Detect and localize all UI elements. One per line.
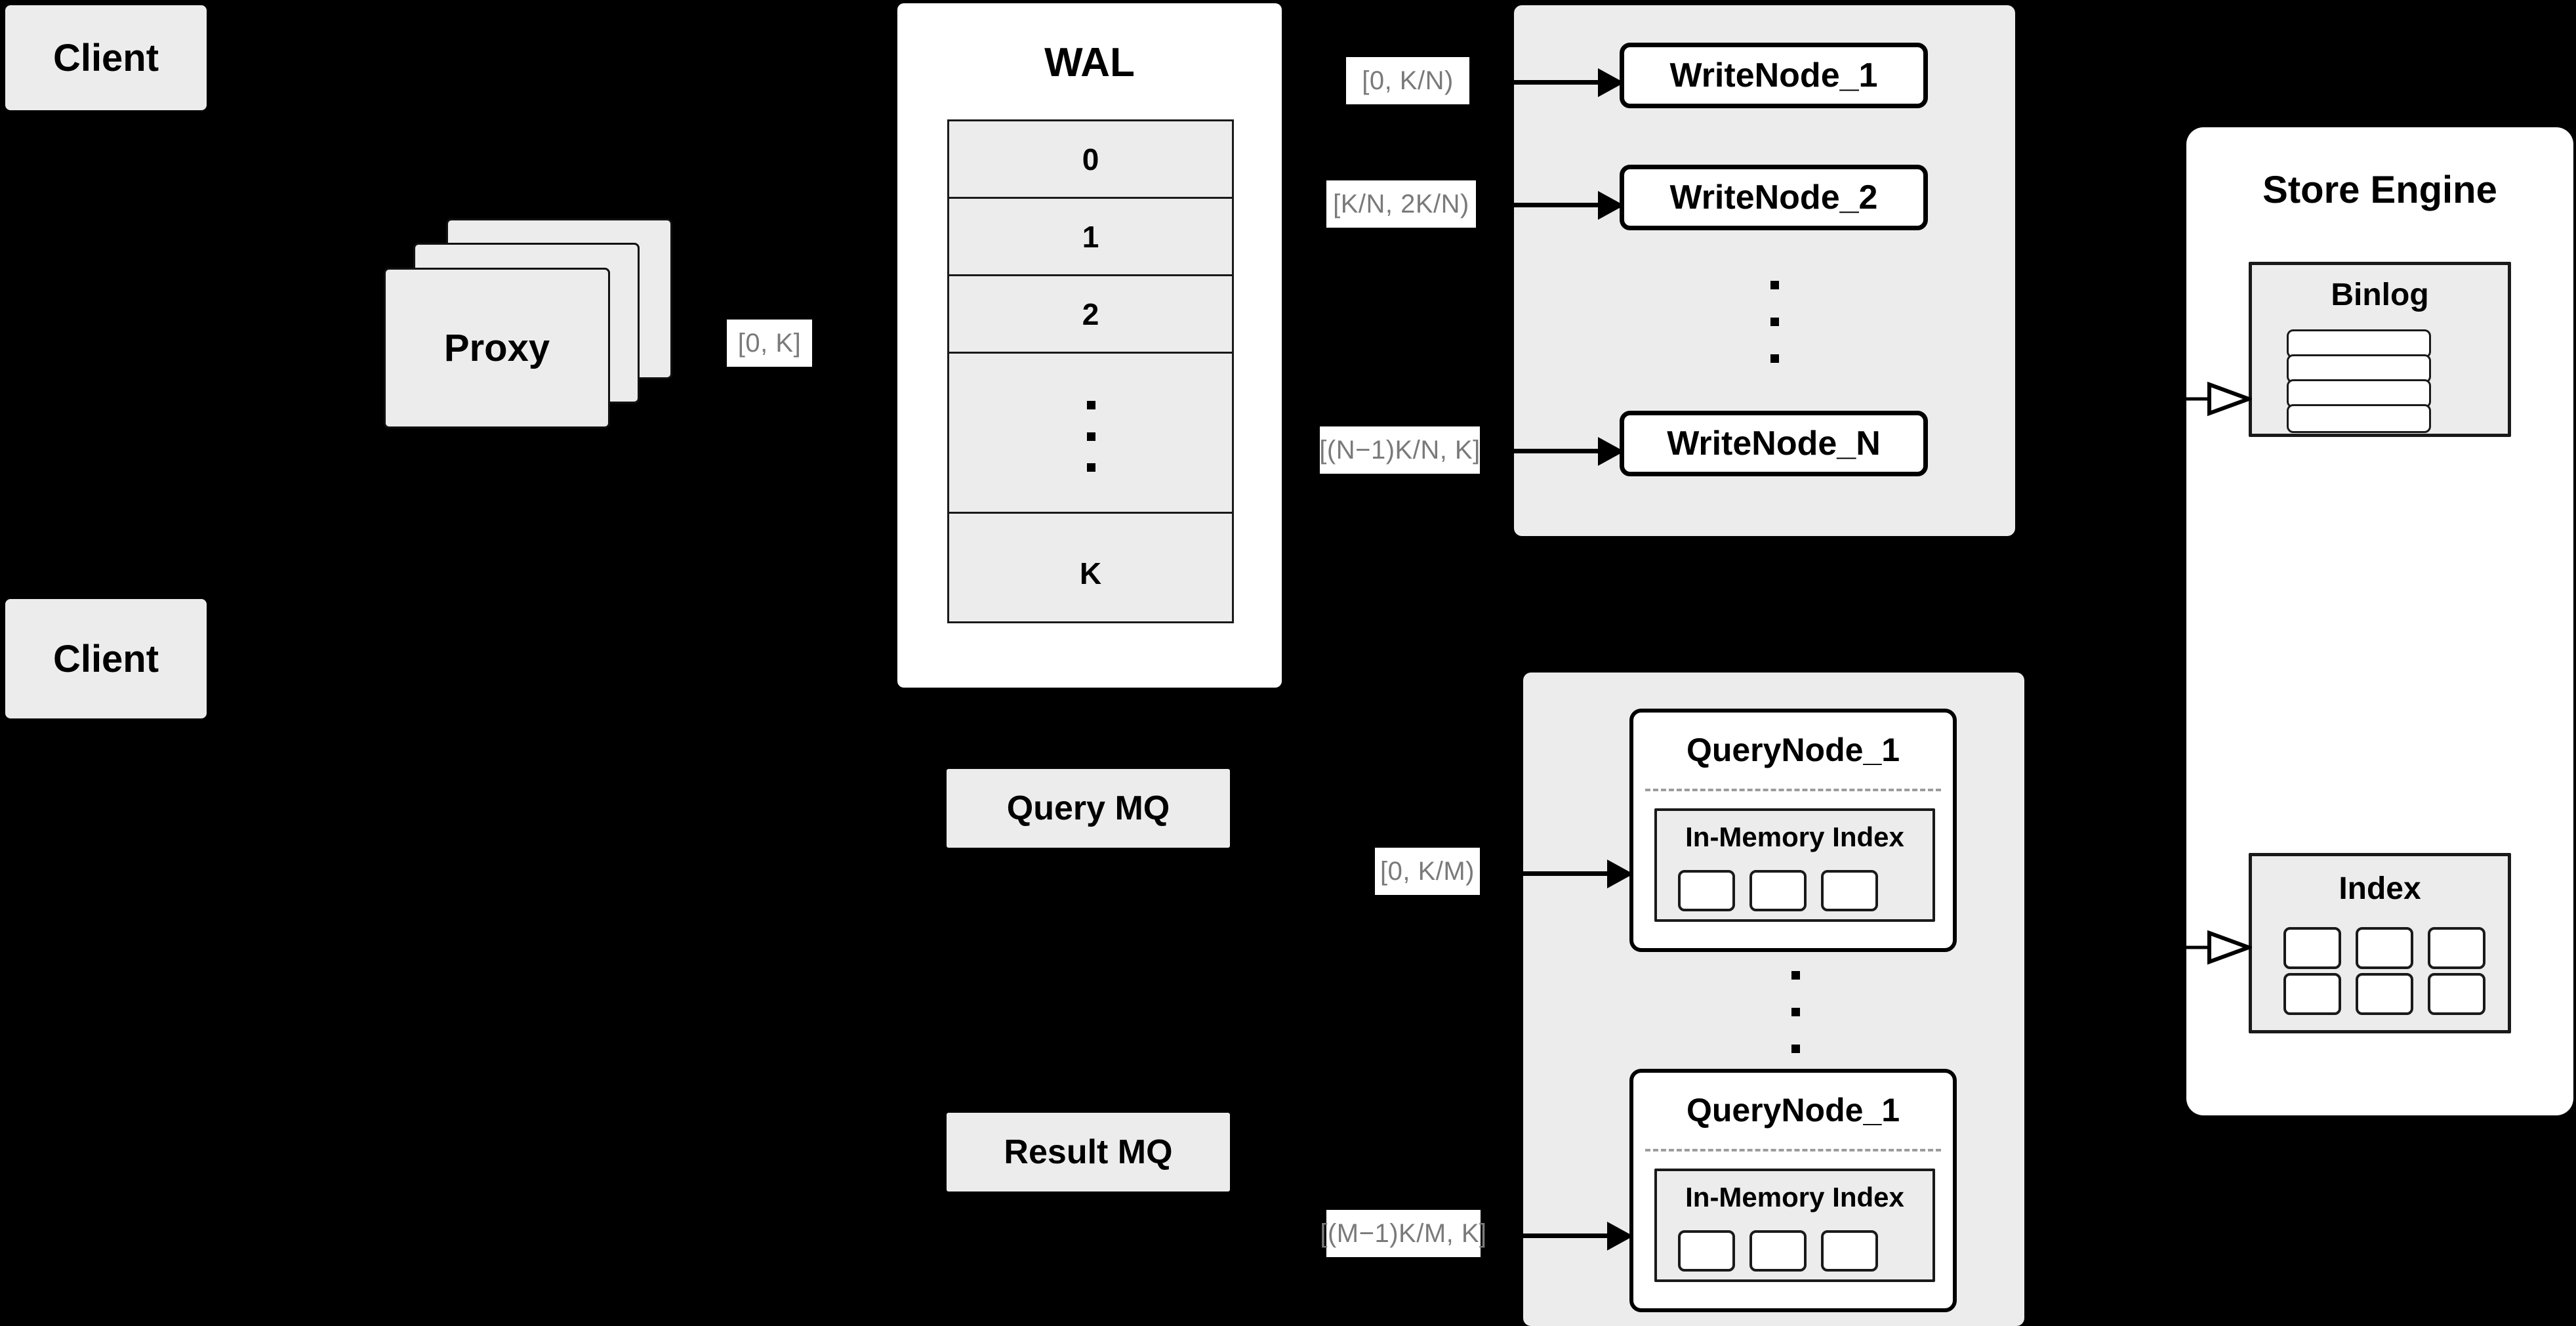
- write-node-n-label: WriteNode_N: [1667, 425, 1881, 463]
- arrow-line-query-1: [1522, 871, 1616, 876]
- client-label-1: Client: [52, 36, 159, 79]
- write-node-1-label: WriteNode_1: [1669, 56, 1878, 94]
- client-box-1[interactable]: Client: [5, 5, 207, 110]
- arrow-line-write-n: [1513, 449, 1606, 453]
- wal-panel: WAL 0 1 2 K: [897, 3, 1282, 688]
- wal-ellipsis-dots: [1086, 401, 1095, 472]
- arrow-head-query-m: [1607, 1222, 1633, 1251]
- interval-text-write-2: [K/N, 2K/N): [1333, 189, 1469, 218]
- query-node-m-index-title: In-Memory Index: [1685, 1182, 1904, 1212]
- arrow-line-write-2: [1513, 203, 1606, 207]
- wal-row-k: K: [1079, 556, 1102, 590]
- query-node-m-divider: [1645, 1149, 1941, 1151]
- query-node-1[interactable]: QueryNode_1 In-Memory Index: [1629, 709, 1957, 952]
- interval-label-write-1: [0, K/N): [1346, 57, 1469, 104]
- query-node-m-index-panel: In-Memory Index: [1654, 1169, 1935, 1282]
- interval-label-query-1: [0, K/M): [1375, 848, 1480, 895]
- interval-label-query-m: [(M−1)K/M, K]: [1320, 1210, 1486, 1257]
- proxy-label: Proxy: [443, 327, 550, 369]
- store-index-chip: [2356, 927, 2413, 969]
- arrow-head-write-1: [1598, 68, 1624, 97]
- wal-row-0: 0: [949, 121, 1232, 199]
- store-index-chip: [2283, 927, 2341, 969]
- index-chip: [1678, 1230, 1735, 1272]
- client-box-2[interactable]: Client: [5, 599, 207, 718]
- index-chip: [1821, 1230, 1878, 1272]
- client-label-2: Client: [52, 637, 159, 680]
- interval-text-query-1: [0, K/M): [1380, 856, 1475, 886]
- arrow-head-write-2: [1598, 191, 1624, 220]
- arrow-line-write-1: [1513, 80, 1606, 85]
- binlog-panel: Binlog: [2249, 262, 2511, 437]
- interval-text-query-m: [(M−1)K/M, K]: [1320, 1218, 1487, 1248]
- binlog-bar: [2287, 354, 2431, 383]
- store-index-chip: [2428, 927, 2485, 969]
- index-chip: [1749, 870, 1807, 911]
- query-node-m-label: QueryNode_1: [1686, 1092, 1900, 1129]
- arrow-open-to-binlog: [2144, 379, 2255, 419]
- index-chip: [1678, 870, 1735, 911]
- store-engine-title: Store Engine: [2262, 169, 2497, 211]
- wal-row-2: 2: [949, 276, 1232, 354]
- arrow-head-write-n: [1598, 437, 1624, 466]
- result-mq-label: Result MQ: [1004, 1133, 1173, 1171]
- arrow-open-to-index: [2144, 928, 2255, 967]
- write-cluster-ellipsis-dots: [1770, 281, 1779, 363]
- write-node-n[interactable]: WriteNode_N: [1620, 411, 1928, 476]
- write-node-2[interactable]: WriteNode_2: [1620, 165, 1928, 230]
- query-mq-label: Query MQ: [1006, 789, 1170, 827]
- query-cluster-ellipsis-dots: [1791, 971, 1800, 1053]
- store-index-chip: [2428, 973, 2485, 1015]
- interval-text-write-1: [0, K/N): [1362, 66, 1454, 95]
- arrow-head-query-1: [1607, 860, 1633, 888]
- interval-text-proxy-to-wal: [0, K]: [737, 328, 802, 358]
- wal-table: 0 1 2 K: [947, 119, 1234, 623]
- store-index-chip: [2283, 973, 2341, 1015]
- interval-text-write-n: [(N−1)K/N, K]: [1319, 435, 1481, 465]
- store-engine-panel: Store Engine Binlog Index: [2186, 127, 2573, 1115]
- interval-label-proxy-to-wal: [0, K]: [727, 320, 812, 367]
- store-index-chip: [2356, 973, 2413, 1015]
- write-node-cluster: WriteNode_1 WriteNode_2 WriteNode_N: [1514, 5, 2015, 536]
- store-index-panel: Index: [2249, 853, 2511, 1033]
- write-node-2-label: WriteNode_2: [1669, 178, 1878, 217]
- index-chip: [1821, 870, 1878, 911]
- wal-row-1: 1: [949, 199, 1232, 276]
- query-node-cluster: QueryNode_1 In-Memory Index QueryNode_1 …: [1523, 673, 2024, 1326]
- interval-label-write-2: [K/N, 2K/N): [1326, 180, 1476, 228]
- result-mq-box[interactable]: Result MQ: [947, 1113, 1230, 1191]
- query-mq-box[interactable]: Query MQ: [947, 769, 1230, 848]
- wal-title: WAL: [1044, 40, 1135, 85]
- query-node-1-index-panel: In-Memory Index: [1654, 808, 1935, 922]
- index-chip: [1749, 1230, 1807, 1272]
- store-index-title: Index: [2339, 871, 2421, 906]
- binlog-title: Binlog: [2331, 278, 2429, 312]
- query-node-1-index-title: In-Memory Index: [1685, 821, 1904, 852]
- query-node-1-label: QueryNode_1: [1686, 732, 1900, 768]
- wal-row-ellipsis: [949, 354, 1232, 514]
- arrow-line-query-m: [1522, 1233, 1616, 1238]
- write-node-1[interactable]: WriteNode_1: [1620, 43, 1928, 108]
- query-node-1-divider: [1645, 789, 1941, 791]
- query-node-m[interactable]: QueryNode_1 In-Memory Index: [1629, 1069, 1957, 1312]
- binlog-bar: [2287, 404, 2431, 433]
- proxy-box[interactable]: Proxy: [384, 268, 610, 428]
- interval-label-write-n: [(N−1)K/N, K]: [1319, 426, 1481, 474]
